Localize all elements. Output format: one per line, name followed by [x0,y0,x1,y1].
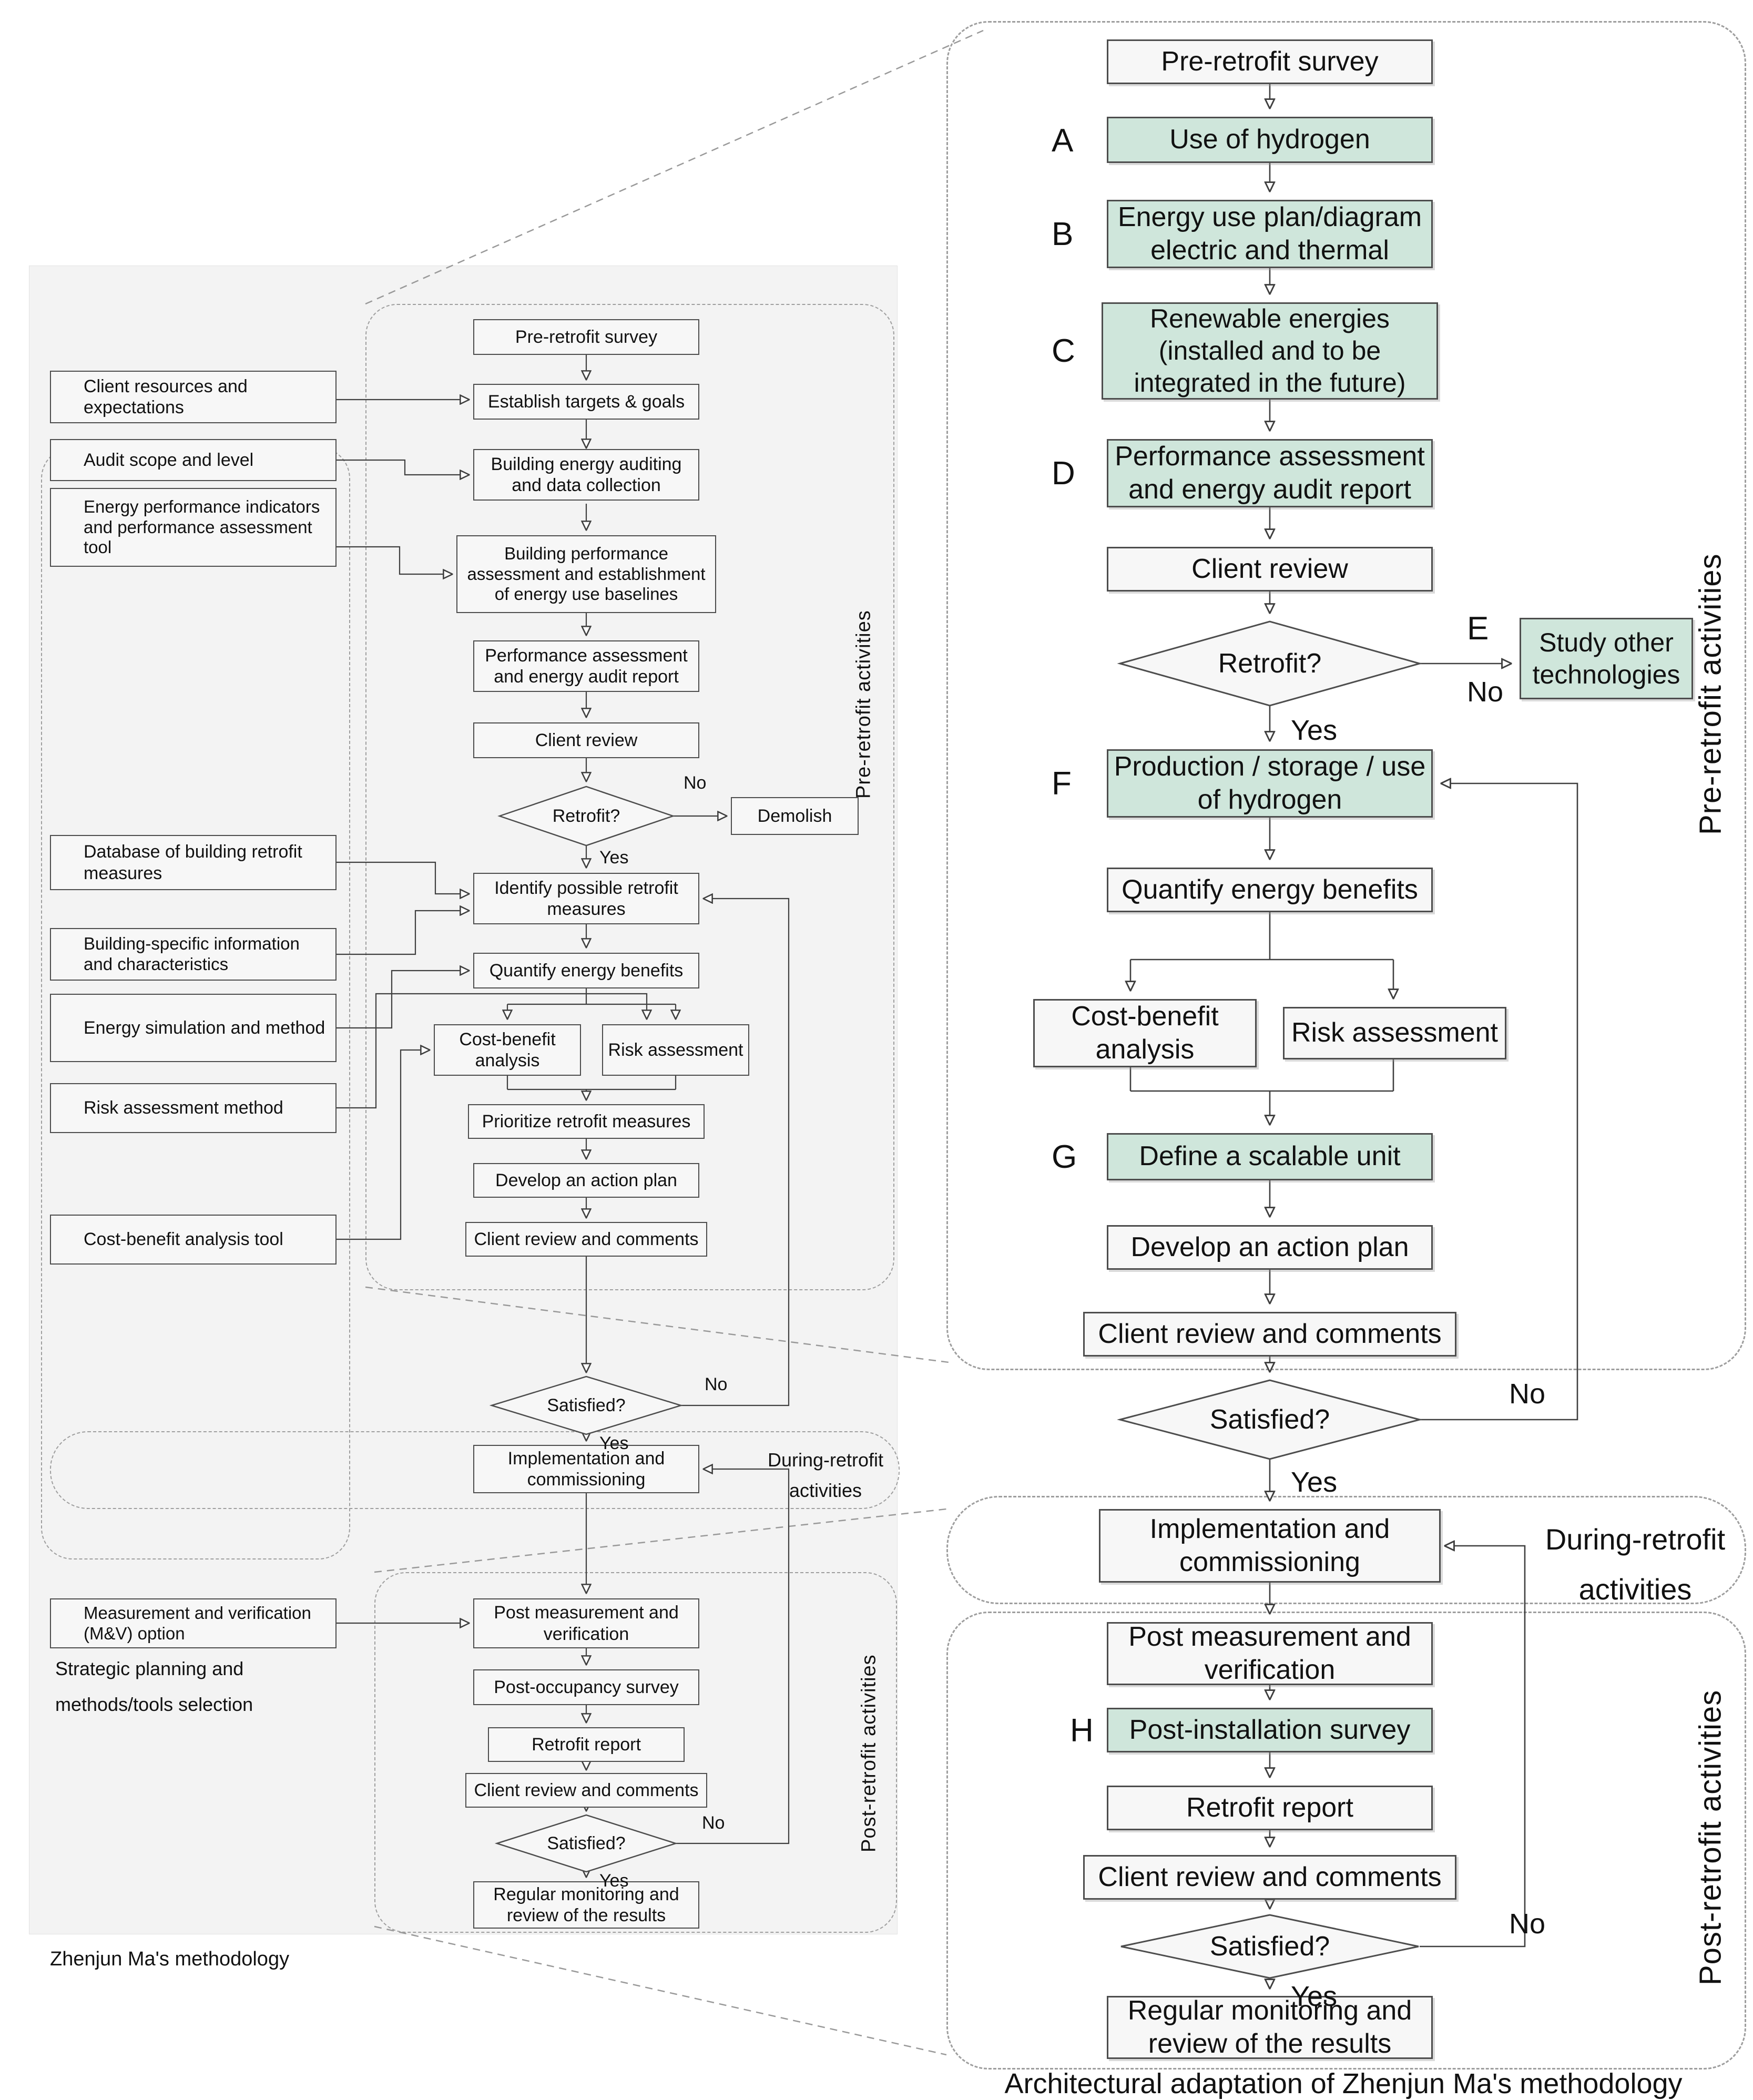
right-define-scalable-unit: Define a scalable unit [1107,1133,1433,1180]
right-retrofit-yes-label: Yes [1291,715,1338,746]
left-post-occupancy: Post-occupancy survey [473,1669,699,1705]
right-review-comments-2: Client review and comments [1083,1855,1456,1900]
right-post-retrofit-group-label: Post-retrofit activities [1693,1689,1728,1986]
left-satisfied2-no-label: No [702,1813,725,1833]
left-establish-targets: Establish targets & goals [473,384,699,420]
input-energy-indicators: Energy performance indicators and perfor… [50,488,337,567]
left-satisfied2-yes-label: Yes [599,1871,629,1891]
left-client-review: Client review [473,722,699,758]
left-caption: Zhenjun Ma's methodology [50,1948,290,1970]
right-pre-retrofit-survey: Pre-retrofit survey [1107,39,1433,84]
left-quantify-benefits: Quantify energy benefits [473,953,699,988]
right-satisfied-no-label: No [1509,1378,1546,1410]
right-during-retrofit-group-box [946,1496,1746,1604]
step-marker-f: F [1052,766,1072,802]
right-satisfied-yes-label: Yes [1291,1466,1338,1498]
right-caption: Architectural adaptation of Zhenjun Ma's… [1004,2068,1683,2099]
right-review-comments: Client review and comments [1083,1312,1456,1357]
step-marker-c: C [1052,333,1075,369]
right-implementation: Implementation and commissioning [1099,1509,1441,1583]
left-satisfied-decision: Satisfied? [547,1395,626,1415]
left-satisfied-yes-label: Yes [599,1433,629,1453]
right-retrofit-report: Retrofit report [1107,1786,1433,1830]
step-marker-d: D [1052,455,1075,492]
input-client-resources: Client resources and expectations [50,371,337,423]
right-energy-use-plan: Energy use plan/diagram electric and the… [1107,200,1433,268]
right-action-plan: Develop an action plan [1107,1225,1433,1270]
input-building-info: Building-specific information and charac… [50,928,337,981]
right-post-installation-survey: Post-installation survey [1107,1708,1433,1752]
left-post-measurement: Post measurement and verification [473,1598,699,1648]
input-cba-tool: Cost-benefit analysis tool [50,1215,337,1265]
left-post-retrofit-group-label: Post-retrofit activities [858,1654,880,1853]
right-cost-benefit-analysis: Cost-benefit analysis [1033,999,1257,1067]
left-during-retrofit-group-label: During-retrofit activities [767,1449,884,1501]
left-review-comments: Client review and comments [465,1222,707,1257]
right-assessment-report: Performance assessment and energy audit … [1107,439,1433,507]
left-performance-baselines: Building performance assessment and esta… [456,535,716,613]
input-risk-method: Risk assessment method [50,1083,337,1133]
left-satisfied-no-label: No [705,1374,728,1394]
step-marker-b: B [1052,216,1074,252]
step-marker-g: G [1052,1139,1077,1175]
right-satisfied-decision: Satisfied? [1209,1404,1330,1435]
right-study-other-technologies: Study other technologies [1520,618,1693,699]
right-retrofit-decision: Retrofit? [1218,648,1322,679]
left-identify-measures: Identify possible retrofit measures [473,873,699,924]
left-pre-retrofit-group-label: Pre-retrofit activities [852,610,875,799]
left-retrofit-yes-label: Yes [599,848,629,868]
right-use-of-hydrogen: Use of hydrogen [1107,117,1433,163]
left-review-comments-2: Client review and comments [465,1773,707,1808]
left-retrofit-no-label: No [684,773,707,793]
right-post-measurement: Post measurement and verification [1107,1622,1433,1685]
strategic-note: Strategic planning and methods/tools sel… [55,1658,253,1716]
right-satisfied2-no-label: No [1509,1908,1546,1940]
left-cost-benefit-analysis: Cost-benefit analysis [434,1024,581,1076]
right-satisfied2-yes-label: Yes [1291,1981,1338,2012]
input-mv-option: Measurement and verification (M&V) optio… [50,1598,337,1648]
left-risk-assessment: Risk assessment [602,1024,749,1076]
left-regular-monitoring: Regular monitoring and review of the res… [473,1881,699,1929]
right-hydrogen-production: Production / storage / use of hydrogen [1107,749,1433,818]
input-retrofit-database: Database of building retrofit measures [50,835,337,890]
right-pre-retrofit-group-box [946,21,1746,1370]
right-during-retrofit-group-label: During-retrofit activities [1545,1523,1726,1606]
step-marker-h: H [1070,1712,1094,1749]
input-energy-simulation: Energy simulation and method [50,994,337,1062]
right-post-retrofit-group-box [946,1612,1746,2070]
left-energy-auditing: Building energy auditing and data collec… [473,449,699,501]
right-pre-retrofit-group-label: Pre-retrofit activities [1693,553,1728,835]
right-client-review: Client review [1107,547,1433,592]
right-retrofit-no-label: No [1467,676,1504,708]
left-action-plan: Develop an action plan [473,1163,699,1198]
right-satisfied-decision-2: Satisfied? [1209,1931,1330,1962]
left-pre-retrofit-survey: Pre-retrofit survey [473,319,699,355]
left-demolish: Demolish [731,797,859,835]
input-audit-scope: Audit scope and level [50,439,337,481]
step-marker-e: E [1467,610,1489,647]
right-quantify-benefits: Quantify energy benefits [1107,868,1433,912]
left-retrofit-decision: Retrofit? [552,806,620,826]
right-renewable-energies: Renewable energies (installed and to be … [1102,302,1438,400]
right-risk-assessment: Risk assessment [1283,1007,1506,1059]
left-prioritize-measures: Prioritize retrofit measures [468,1104,705,1139]
left-retrofit-report: Retrofit report [488,1727,685,1762]
left-satisfied-decision-2: Satisfied? [547,1833,626,1853]
right-regular-monitoring: Regular monitoring and review of the res… [1107,1995,1433,2059]
step-marker-a: A [1052,123,1074,159]
left-implementation: Implementation and commissioning [473,1445,699,1493]
left-assessment-report: Performance assessment and energy audit … [473,640,699,692]
